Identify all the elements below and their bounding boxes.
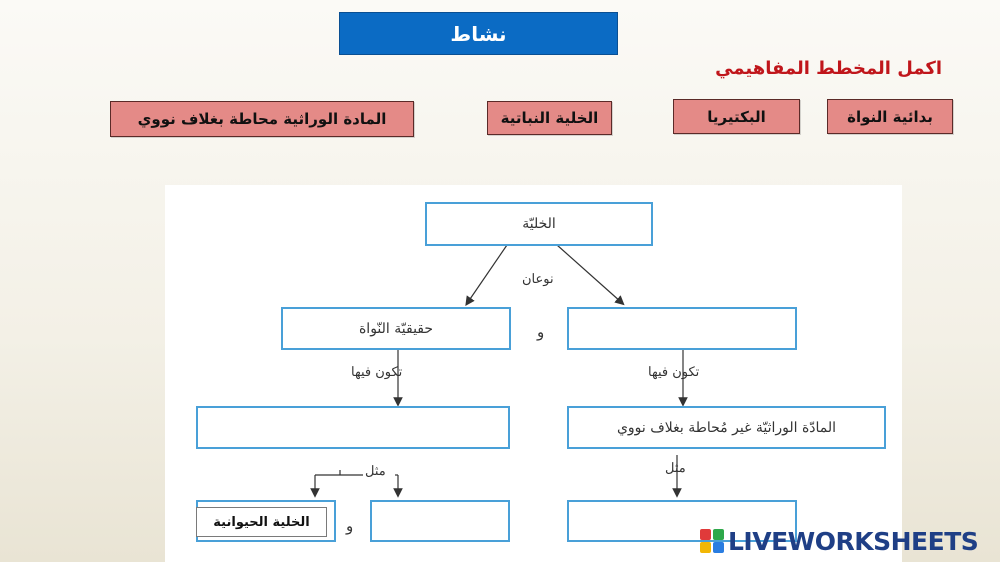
arrow-root-left (465, 244, 508, 306)
animal-cell-answer-tile[interactable]: الخلية الحيوانية (196, 507, 327, 537)
left-example-label: مثل (365, 464, 386, 479)
arrow-root-right (556, 244, 625, 306)
concept-map-panel: الخليّة نوعان حقيقيّة النّواة و تكون فيه… (165, 185, 902, 562)
word-tile-prokaryotic[interactable]: بدائية النواة (827, 99, 953, 134)
word-tile-nucleus-membrane[interactable]: المادة الوراثية محاطة بغلاف نووي (110, 101, 414, 137)
and-connector-top: و (537, 323, 545, 341)
word-tile-plant-cell[interactable]: الخلية النباتية (487, 101, 612, 135)
instruction-text: اكمل المخطط المفاهيمي (715, 58, 942, 79)
right-top-drop-zone[interactable] (567, 307, 797, 350)
right-example-label: مثل (665, 461, 686, 476)
activity-title: نشاط (339, 12, 618, 55)
word-tile-bacteria[interactable]: البكتيريا (673, 99, 800, 134)
left-mid-drop-zone[interactable] (196, 406, 510, 449)
logo-text: LIVEWORKSHEETS (728, 526, 979, 556)
concept-map-connectors (310, 244, 688, 498)
liveworksheets-logo: LIVEWORKSHEETS (700, 524, 979, 558)
logo-grid-icon (700, 529, 724, 553)
right-consists-label: تكون فيها (648, 365, 700, 380)
left-top-box: حقيقيّة النّواة (281, 307, 511, 350)
right-bottom-drop-zone[interactable] (567, 500, 797, 542)
and-connector-bottom: و (346, 517, 354, 535)
branch-label: نوعان (522, 272, 554, 287)
root-box: الخليّة (425, 202, 653, 246)
right-mid-box: المادّة الوراثيّة غير مُحاطة بغلاف نووي (567, 406, 886, 449)
left-consists-label: تكون فيها (351, 365, 403, 380)
left-bottom-drop-zone[interactable] (370, 500, 510, 542)
